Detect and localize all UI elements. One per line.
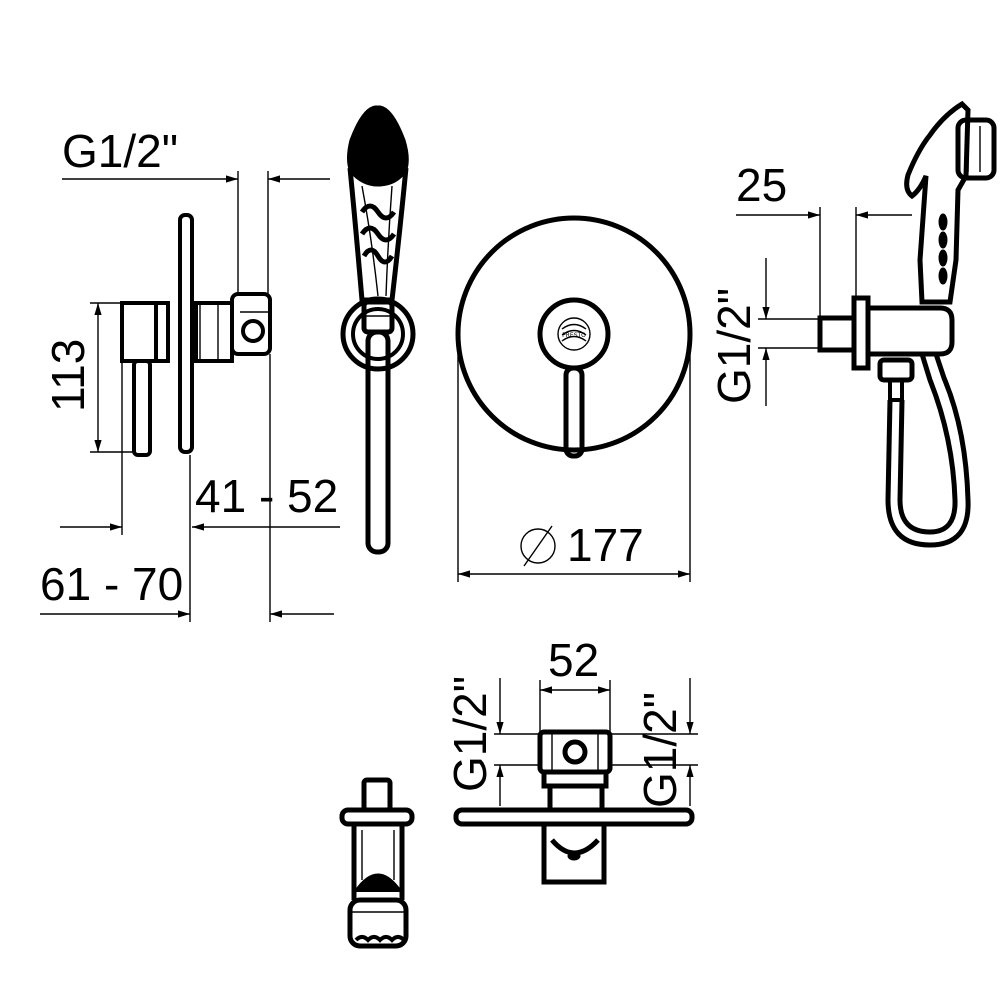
presto-logo-icon: [561, 323, 587, 342]
hand-shower-front: [340, 105, 416, 555]
mixer-body: [194, 301, 234, 363]
holder-side-view: 25 G1/2": [708, 100, 997, 548]
cover-plate: [455, 215, 693, 453]
dim-diameter: 177: [567, 519, 644, 571]
side-view-mixer: G1/2" 113 41 - 52 61 - 70: [40, 125, 340, 622]
plate-lever: [563, 365, 585, 459]
outlet-connector: [230, 292, 272, 356]
mixer-cap: [120, 301, 158, 363]
lever-grip: [347, 897, 409, 949]
hose-loop: [885, 353, 971, 548]
dim-thread-side: G1/2": [62, 125, 178, 177]
wall-plate: [178, 213, 194, 454]
shower-hose: [365, 329, 391, 555]
plate-front-view: PRESTO 177: [455, 215, 693, 582]
top-outlet: [537, 729, 613, 775]
holder-bracket: [868, 305, 955, 357]
dim-depth-long: 61 - 70: [40, 558, 183, 610]
shower-side: [904, 100, 971, 305]
presto-logo-text: PRESTO: [562, 332, 586, 339]
lever-side-view: [339, 777, 415, 949]
dim-height: 113: [42, 339, 94, 412]
dim-holder-width: 25: [736, 159, 787, 211]
dim-depth-short: 41 - 52: [195, 470, 338, 522]
shower-head: [347, 105, 409, 187]
holder-ring: [340, 296, 416, 372]
dim-bottom-thread-right: G1/2": [634, 692, 686, 808]
diameter-symbol-icon: [520, 528, 556, 564]
mixer-lever: [132, 359, 152, 457]
mixer-top-view: 52 G1/2" G1/2": [444, 634, 698, 885]
dim-bottom-width: 52: [548, 634, 599, 686]
dim-holder-thread: G1/2": [708, 288, 760, 404]
dim-bottom-thread-left: G1/2": [444, 676, 496, 792]
